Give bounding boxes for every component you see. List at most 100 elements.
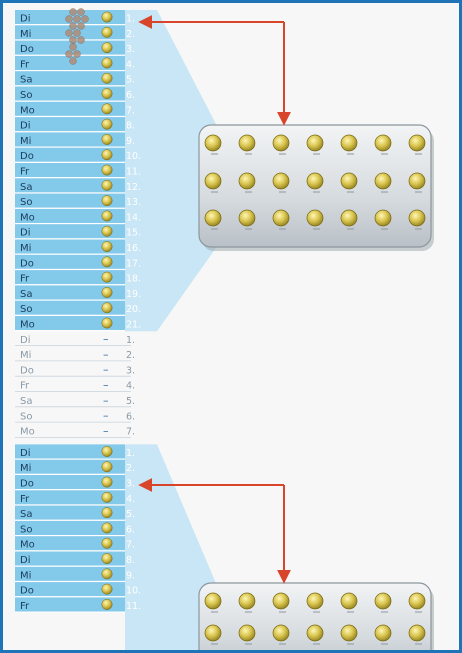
row-band (15, 163, 125, 178)
day-number: 5. (126, 396, 135, 407)
row-divider (15, 611, 125, 613)
pill-icon (101, 522, 113, 534)
blister-pill (408, 592, 426, 610)
day-number: 18. (126, 274, 141, 285)
weekday-label: Sa (20, 75, 32, 86)
pill-icon (101, 164, 113, 176)
blister-pill (374, 624, 392, 642)
blister-pill (204, 134, 222, 152)
cluster-pill (69, 8, 77, 16)
row-band (15, 505, 125, 520)
row-divider (15, 284, 125, 286)
blister-pill (272, 624, 290, 642)
row-divider (15, 223, 125, 225)
weekday-label: Di (20, 14, 30, 25)
weekday-label: Sa (20, 396, 32, 407)
pill-icon (101, 57, 113, 69)
weekday-label: So (20, 524, 32, 535)
pill-icon (101, 491, 113, 503)
day-number: 1. (126, 14, 135, 25)
row-divider (15, 330, 125, 332)
day-row-pause: Mo–7. (15, 424, 135, 438)
blister-pill (340, 624, 358, 642)
cluster-pill (77, 36, 85, 44)
row-band (15, 101, 125, 116)
pill-icon (101, 568, 113, 580)
row-band (15, 117, 125, 132)
cluster-pill (69, 36, 77, 44)
pause-marker: – (103, 363, 109, 376)
row-divider (15, 131, 125, 133)
day-number: 11. (126, 601, 141, 612)
cluster-pill (65, 29, 73, 37)
row-band (15, 86, 125, 101)
row-band (15, 224, 125, 239)
day-number: 6. (126, 90, 135, 101)
row-band (15, 475, 125, 490)
day-row-active: Fr 18. (15, 270, 141, 286)
row-band (15, 147, 125, 162)
row-band (15, 444, 125, 459)
weekday-label: Do (20, 479, 34, 490)
funnel-section-2 (125, 444, 218, 650)
row-divider (15, 565, 125, 567)
blister-pill (238, 624, 256, 642)
day-row-pause: So–6. (15, 409, 135, 423)
pill-icon (101, 26, 113, 38)
cluster-pill (77, 8, 85, 16)
row-divider (15, 70, 125, 72)
day-number: 5. (126, 75, 135, 86)
pill-icon (101, 225, 113, 237)
row-band (15, 132, 125, 147)
day-number: 8. (126, 555, 135, 566)
row-band (15, 270, 125, 285)
pill-icon (101, 42, 113, 54)
row-divider (15, 161, 125, 163)
row-band (15, 285, 125, 300)
row-divider (15, 146, 125, 148)
day-row-pause: Mi–2. (15, 348, 135, 362)
blister-pill (204, 172, 222, 190)
weekday-label: Sa (20, 289, 32, 300)
pill-icon (101, 583, 113, 595)
weekday-label: Sa (20, 182, 32, 193)
day-number: 9. (126, 570, 135, 581)
blister-pill (238, 172, 256, 190)
day-number: 14. (126, 212, 141, 223)
cluster-pill (77, 22, 85, 30)
blister-pill (306, 172, 324, 190)
blister-pill (340, 134, 358, 152)
day-number: 5. (126, 509, 135, 520)
day-number: 2. (126, 350, 135, 361)
weekday-label: Mo (20, 427, 35, 438)
blister-pill (374, 592, 392, 610)
pill-icon (101, 553, 113, 564)
weekday-label: Di (20, 555, 30, 566)
day-number: 13. (126, 197, 141, 208)
weekday-label: Fr (20, 274, 30, 285)
pill-icon (101, 476, 113, 488)
blister-pill (408, 209, 426, 227)
day-number: 15. (126, 228, 141, 239)
row-divider (15, 550, 125, 552)
weekday-label: Do (20, 586, 34, 597)
row-band (15, 193, 125, 208)
blister-pack-2 (198, 582, 434, 650)
row-band (15, 566, 125, 581)
blister-pill (238, 209, 256, 227)
pill-icon (101, 317, 113, 329)
weekday-label: Fr (20, 601, 30, 612)
row-divider (15, 268, 125, 271)
weekday-label: Do (20, 44, 34, 55)
row-band (15, 536, 125, 551)
row-band (15, 71, 125, 86)
row-band (15, 254, 125, 269)
day-number: 7. (126, 427, 135, 438)
weekday-label: Di (20, 121, 30, 132)
